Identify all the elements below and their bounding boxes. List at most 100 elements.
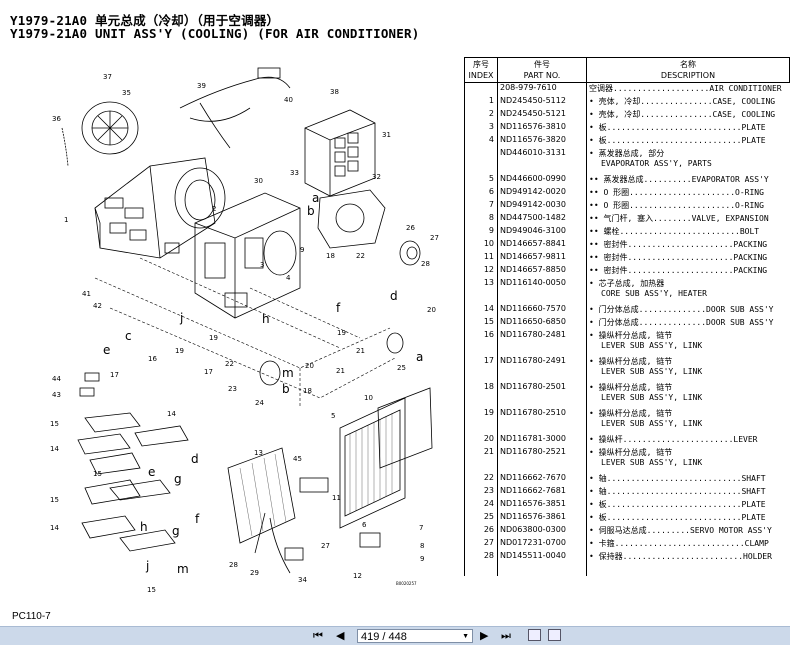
row-index <box>464 148 498 174</box>
first-page-icon[interactable]: ⏮ <box>313 629 323 642</box>
svg-text:9: 9 <box>420 555 424 563</box>
row-description: •• 密封件......................PACKING <box>587 265 790 278</box>
row-description: •• 气门杆, 塞入........VALVE, EXPANSION <box>587 213 790 226</box>
svg-text:15: 15 <box>50 420 59 428</box>
svg-text:f: f <box>195 512 200 526</box>
description-line: •• 气门杆, 塞入........VALVE, EXPANSION <box>589 214 769 223</box>
next-page-icon[interactable]: ▶ <box>480 629 489 642</box>
row-index: 27 <box>464 538 498 551</box>
svg-text:j: j <box>145 559 149 573</box>
description-line: •• 蒸发器总成..........EVAPORATOR ASS'Y <box>589 175 769 184</box>
svg-text:d: d <box>191 452 199 466</box>
svg-text:8: 8 <box>420 542 424 550</box>
description-line: • 伺服马达总成.........SERVO MOTOR ASS'Y <box>589 526 772 535</box>
row-description: •• 密封件......................PACKING <box>587 252 790 265</box>
description-line: • 板............................PLATE <box>589 136 766 145</box>
svg-text:31: 31 <box>382 131 391 139</box>
row-description: • 保持器.........................HOLDER <box>587 551 790 564</box>
row-index: 28 <box>464 551 498 564</box>
svg-text:20: 20 <box>427 306 436 314</box>
row-part-number: ND116576-3861 <box>497 512 587 525</box>
description-line: • 板............................PLATE <box>589 513 766 522</box>
description-line: • 操纵杆分总成, 链节 <box>589 383 673 392</box>
description-line: •• 螺栓.........................BOLT <box>589 227 760 236</box>
svg-text:25: 25 <box>397 364 406 372</box>
row-description: • 伺服马达总成.........SERVO MOTOR ASS'Y <box>587 525 790 538</box>
row-part-number: ND146657-8841 <box>497 239 587 252</box>
svg-text:f: f <box>336 301 341 315</box>
row-description: •• 螺栓.........................BOLT <box>587 226 790 239</box>
svg-text:B0020257: B0020257 <box>396 581 417 586</box>
svg-text:32: 32 <box>372 173 381 181</box>
svg-text:j: j <box>179 311 183 325</box>
page-number-input[interactable]: 419 / 448 ▼ <box>357 629 473 643</box>
row-description: •• 蒸发器总成..........EVAPORATOR ASS'Y <box>587 174 790 187</box>
svg-text:17: 17 <box>110 371 119 379</box>
svg-text:41: 41 <box>82 290 91 298</box>
row-description: • 门分体总成..............DOOR SUB ASS'Y <box>587 317 790 330</box>
svg-text:5: 5 <box>331 412 335 420</box>
row-part-number: ND949142-0030 <box>497 200 587 213</box>
svg-text:19: 19 <box>337 329 346 337</box>
row-description: • 卡箍...........................CLAMP <box>587 538 790 551</box>
svg-text:g: g <box>174 472 182 486</box>
row-part-number: ND116662-7670 <box>497 473 587 486</box>
svg-text:15: 15 <box>50 496 59 504</box>
svg-text:15: 15 <box>147 586 156 594</box>
svg-text:b: b <box>282 382 290 396</box>
description-english-line: LEVER SUB ASS'Y, LINK <box>601 419 703 428</box>
table-end-spacer <box>464 564 790 576</box>
svg-text:29: 29 <box>250 569 259 577</box>
row-index: 24 <box>464 499 498 512</box>
svg-text:17: 17 <box>204 368 213 376</box>
svg-text:27: 27 <box>321 542 330 550</box>
row-part-number: ND446600-0990 <box>497 174 587 187</box>
row-index: 26 <box>464 525 498 538</box>
svg-text:21: 21 <box>356 347 365 355</box>
last-page-icon[interactable]: ⏭ <box>501 629 511 642</box>
svg-text:1: 1 <box>64 216 68 224</box>
row-part-number: ND145511-0040 <box>497 551 587 564</box>
row-description: • 轴............................SHAFT <box>587 486 790 499</box>
svg-text:g: g <box>172 524 180 538</box>
svg-text:14: 14 <box>50 445 59 453</box>
description-line: •• 密封件......................PACKING <box>589 253 768 262</box>
row-index: 7 <box>464 200 498 213</box>
row-index: 18 <box>464 382 498 408</box>
row-index: 5 <box>464 174 498 187</box>
description-english-line: LEVER SUB ASS'Y, LINK <box>601 458 703 467</box>
row-description: •• O 形圈......................O-RING <box>587 187 790 200</box>
row-part-number: ND116576-3851 <box>497 499 587 512</box>
row-index: 22 <box>464 473 498 486</box>
fit-width-icon[interactable] <box>548 629 561 641</box>
row-description: 空调器....................AIR CONDITIONER <box>587 83 790 97</box>
svg-text:28: 28 <box>229 561 238 569</box>
previous-page-icon[interactable]: ◀ <box>336 629 345 642</box>
description-line: • 板............................PLATE <box>589 500 766 509</box>
chevron-down-icon[interactable]: ▼ <box>462 633 469 640</box>
row-part-number: ND116660-7570 <box>497 304 587 317</box>
row-part-number: ND116662-7681 <box>497 486 587 499</box>
row-part-number: ND017231-0700 <box>497 538 587 551</box>
fit-page-icon[interactable] <box>528 629 541 641</box>
svg-text:4: 4 <box>286 274 291 282</box>
description-line: •• O 形圈......................O-RING <box>589 188 764 197</box>
